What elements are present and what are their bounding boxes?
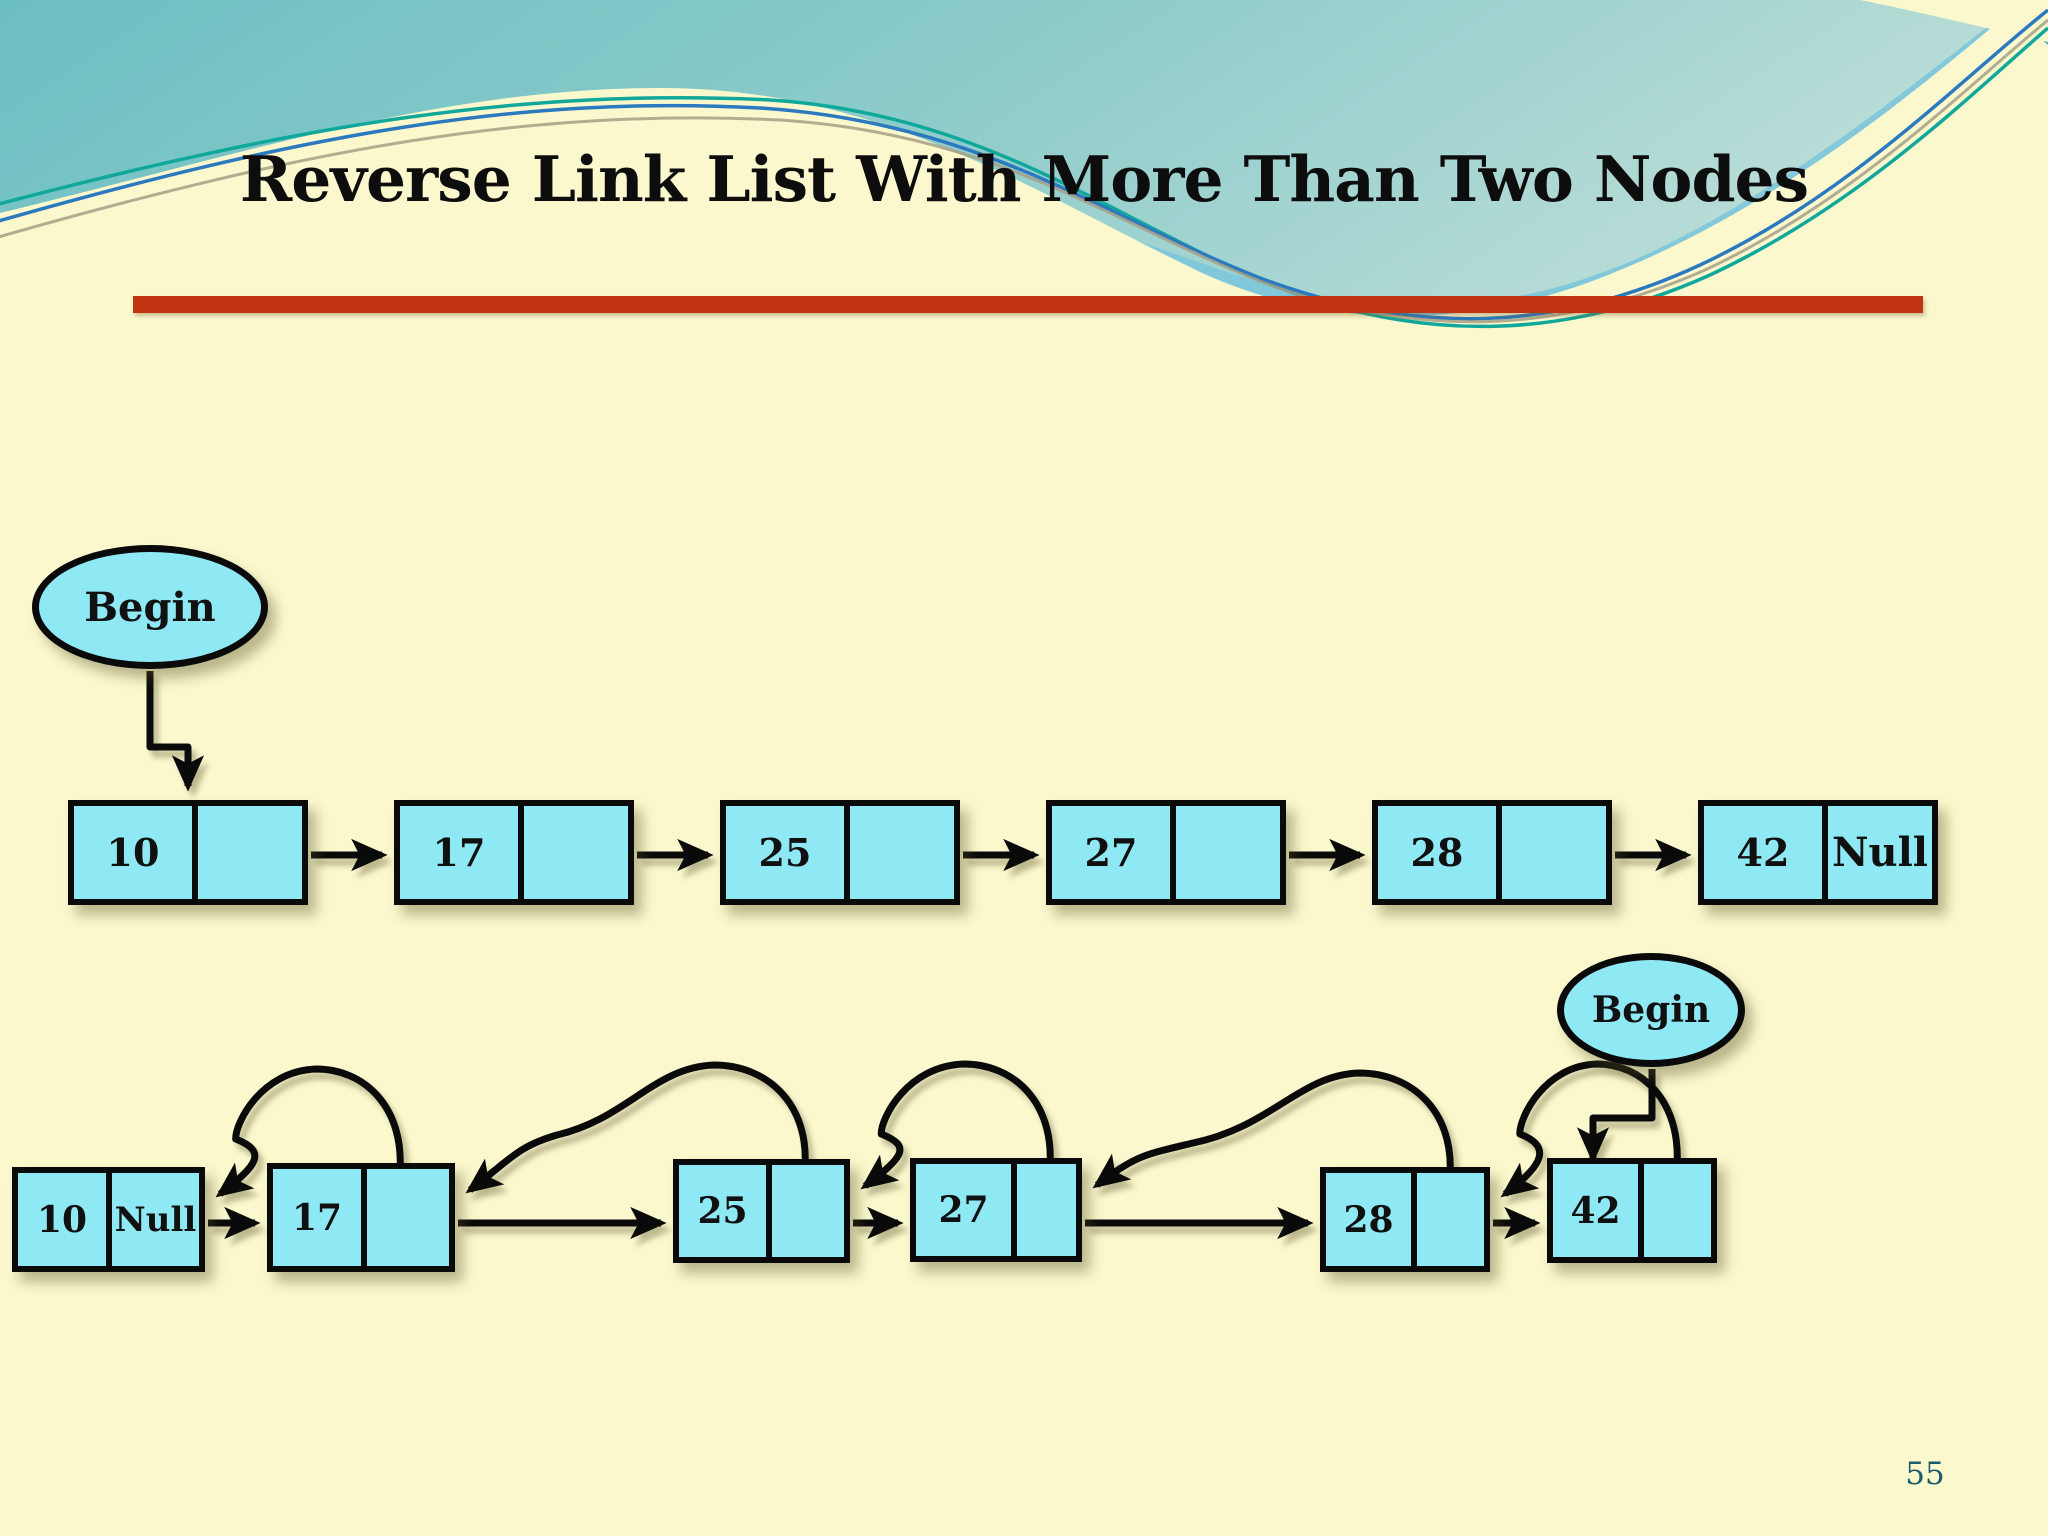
node-value-cell: 42 [1570,1189,1621,1232]
reversed-pointer-arc-4 [1092,1069,1454,1189]
list-node-25: 25 [673,1159,850,1263]
header-accent-line-gray [0,18,2048,324]
begin-pointer-top [146,671,205,792]
node-pointer-cell [361,1169,449,1266]
list-node-17: 17 [394,800,634,905]
begin-ellipse-top: Begin [32,545,268,669]
reversed-pointer-arc-1 [215,1065,404,1198]
list-node-10: 10 Null [12,1167,205,1272]
node-value-cell: 25 [758,830,812,875]
list-node-28: 28 [1372,800,1612,905]
begin-label: Begin [1591,989,1711,1031]
node-value-cell: 27 [938,1189,989,1231]
node-value-cell: 10 [36,1198,88,1241]
list-node-17: 17 [267,1163,455,1272]
node-value-cell: 10 [106,830,160,875]
node-pointer-cell [1170,806,1280,899]
page-title: Reverse Link List With More Than Two Nod… [239,142,1809,216]
node-pointer-cell [844,806,954,899]
node-pointer-cell [1011,1164,1076,1256]
node-value-cell: 17 [432,830,486,875]
node-value-cell: 42 [1736,830,1790,875]
list-node-27: 27 [910,1158,1082,1262]
page-number: 55 [1905,1456,1945,1492]
list-node-42: 42 Null [1698,800,1938,905]
header-accent-line-blue [0,8,2048,321]
node-pointer-cell [192,806,302,899]
node-value-cell: 17 [291,1196,343,1239]
reversed-pointer-arc-3 [860,1060,1054,1190]
begin-ellipse-bottom: Begin [1557,953,1745,1067]
node-pointer-cell [1496,806,1606,899]
list-node-25: 25 [720,800,960,905]
node-value-cell: 25 [697,1190,748,1232]
node-pointer-cell-null: Null [1822,806,1932,899]
node-pointer-cell [518,806,628,899]
title-divider-rule [133,296,1923,313]
header-wave-decoration [0,0,2048,470]
node-value-cell: 27 [1084,830,1138,875]
node-pointer-cell [1638,1164,1711,1257]
reversed-pointer-arc-2 [465,1061,809,1194]
node-pointer-cell-null: Null [106,1173,199,1266]
header-corner-cream [1860,0,2048,42]
list-node-27: 27 [1046,800,1286,905]
node-value-cell: 28 [1410,830,1464,875]
node-pointer-cell [766,1165,844,1257]
list-node-10: 10 [68,800,308,905]
reversed-pointer-arc-5 [1500,1060,1681,1198]
list-node-42: 42 [1547,1158,1717,1263]
begin-label: Begin [84,583,216,631]
begin-pointer-bottom [1576,1069,1656,1164]
node-pointer-cell [1411,1173,1484,1266]
node-value-cell: 28 [1343,1198,1394,1241]
list-node-28: 28 [1320,1167,1490,1272]
